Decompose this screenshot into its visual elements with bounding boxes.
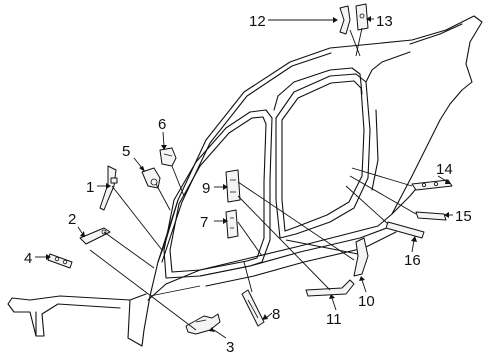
part-6-cap (159, 147, 177, 167)
callout-5: 5 (122, 143, 130, 160)
callout-15: 15 (455, 208, 472, 225)
callout-10: 10 (358, 293, 375, 310)
callout-7: 7 (200, 214, 208, 231)
part-10-hook (353, 237, 369, 277)
callout-labels: 1 2 3 4 5 6 7 8 9 10 11 12 13 14 15 16 (24, 13, 472, 356)
part-15-strip (415, 211, 447, 221)
callout-1: 1 (86, 179, 94, 196)
part-16-strip (385, 221, 425, 239)
callout-13: 13 (376, 13, 393, 30)
part-11-bracket (305, 279, 355, 297)
part-7-bracket (225, 209, 239, 239)
callout-arrows (35, 16, 453, 339)
part-14-rail (411, 179, 453, 191)
part-13-plate (355, 3, 369, 31)
callout-8: 8 (272, 306, 280, 323)
callout-11: 11 (326, 311, 342, 328)
callout-12: 12 (249, 13, 266, 30)
leader-lines (89, 27, 417, 331)
callout-3: 3 (226, 339, 234, 356)
part-12-trim (339, 5, 351, 35)
part-2-pad (79, 227, 111, 245)
part-4-strip (47, 253, 73, 269)
callout-9: 9 (202, 180, 210, 197)
callout-16: 16 (404, 252, 421, 269)
part-1-clip (99, 165, 118, 211)
callout-6: 6 (158, 116, 166, 133)
part-9-bracket (225, 169, 241, 203)
part-8-loop (241, 289, 265, 327)
body-side-panel (7, 15, 483, 347)
part-5-clip (141, 167, 161, 189)
callout-4: 4 (24, 250, 32, 267)
callout-2: 2 (68, 211, 76, 228)
callout-14: 14 (436, 161, 453, 178)
